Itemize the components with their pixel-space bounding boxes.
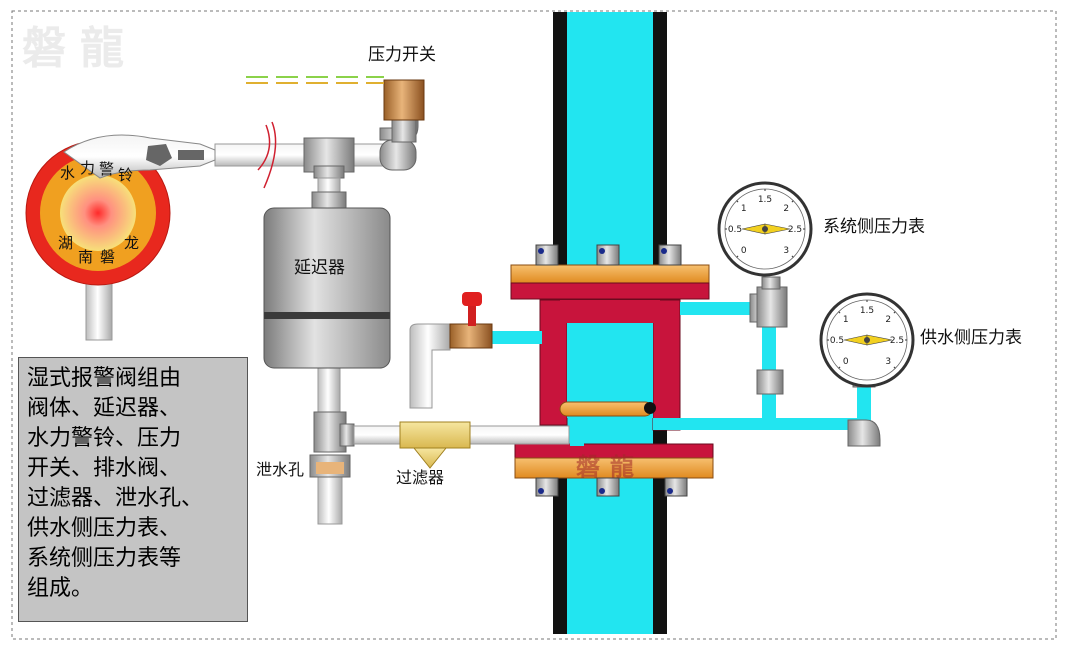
- system-gauge-tick-mark-4: [791, 200, 794, 203]
- supply-gauge-tick-mark-0: [838, 366, 841, 369]
- system-gauge-tick-4: 2: [783, 204, 789, 214]
- system-gauge-tick-mark-0: [736, 255, 739, 258]
- label-drain-hole: 泄水孔: [256, 460, 305, 479]
- system-gauge-tick-1: 0.5: [728, 225, 742, 235]
- bell-char-4: 铃: [118, 166, 134, 184]
- bell-char-5: 湖: [58, 234, 74, 252]
- system-pressure-gauge: 0 0.5 1 1.5 2 2.5 3: [717, 181, 813, 277]
- supply-pressure-gauge: 0 0.5 1 1.5 2 2.5 3: [819, 292, 915, 388]
- label-supply-gauge: 供水侧压力表: [920, 328, 1022, 348]
- pressure-switch: [246, 76, 425, 121]
- supply-gauge-tick-4: 2: [885, 315, 891, 325]
- bell-char-2: 力: [80, 159, 96, 177]
- system-gauge-tick-3: 1.5: [758, 195, 772, 205]
- bell-char-3: 警: [99, 160, 115, 178]
- alarm-line-piping: [85, 119, 570, 525]
- retard-chamber: [263, 207, 391, 369]
- upper-flange: [510, 244, 710, 300]
- gauge-supply-piping: [490, 302, 871, 446]
- system-gauge-tick-0: 0: [741, 246, 747, 256]
- supply-gauge-tick-5: 2.5: [890, 336, 904, 346]
- system-gauge-tee: [749, 276, 788, 395]
- supply-gauge-tick-3: 1.5: [860, 306, 874, 316]
- supply-gauge-tick-mark-4: [893, 311, 896, 314]
- supply-gauge-tick-2: 1: [843, 315, 849, 325]
- label-retard-chamber: 延迟器: [294, 258, 345, 278]
- pipe-break-mark: [257, 121, 277, 189]
- system-gauge-tick-2: 1: [741, 204, 747, 214]
- supply-gauge-tick-6: 3: [885, 357, 891, 367]
- watermark-top: 磐龍: [22, 23, 138, 74]
- bell-char-7: 磐: [100, 248, 116, 266]
- supply-gauge-tick-mark-2: [838, 311, 841, 314]
- bell-char-6: 南: [78, 248, 94, 266]
- supply-gauge-tick-0: 0: [843, 357, 849, 367]
- label-pressure-switch: 压力开关: [368, 45, 436, 65]
- system-gauge-tick-5: 2.5: [788, 225, 802, 235]
- lower-flange: [514, 443, 714, 497]
- system-gauge-tick-6: 3: [783, 246, 789, 256]
- description-box: 湿式报警阀组由 阀体、延迟器、 水力警铃、压力 开关、排水阀、 过滤器、泄水孔、…: [18, 357, 248, 622]
- drain-hole: [309, 454, 351, 478]
- supply-gauge-tick-mark-6: [893, 366, 896, 369]
- bell-char-1: 水: [60, 164, 76, 182]
- watermark-valve: 磐龍: [576, 452, 644, 481]
- label-filter: 过滤器: [396, 468, 445, 487]
- filter: [399, 421, 471, 469]
- alarm-valve-body: [539, 299, 681, 431]
- supply-gauge-tick-1: 0.5: [830, 336, 844, 346]
- system-gauge-tick-mark-6: [791, 255, 794, 258]
- label-system-gauge: 系统侧压力表: [823, 217, 925, 237]
- bell-char-8: 龙: [124, 234, 140, 252]
- system-gauge-tick-mark-2: [736, 200, 739, 203]
- frame-border: [11, 10, 1057, 640]
- water-motor-gong: [25, 134, 216, 286]
- description-text: 湿式报警阀组由 阀体、延迟器、 水力警铃、压力 开关、排水阀、 过滤器、泄水孔、…: [27, 366, 204, 601]
- drain-valve: [449, 292, 493, 349]
